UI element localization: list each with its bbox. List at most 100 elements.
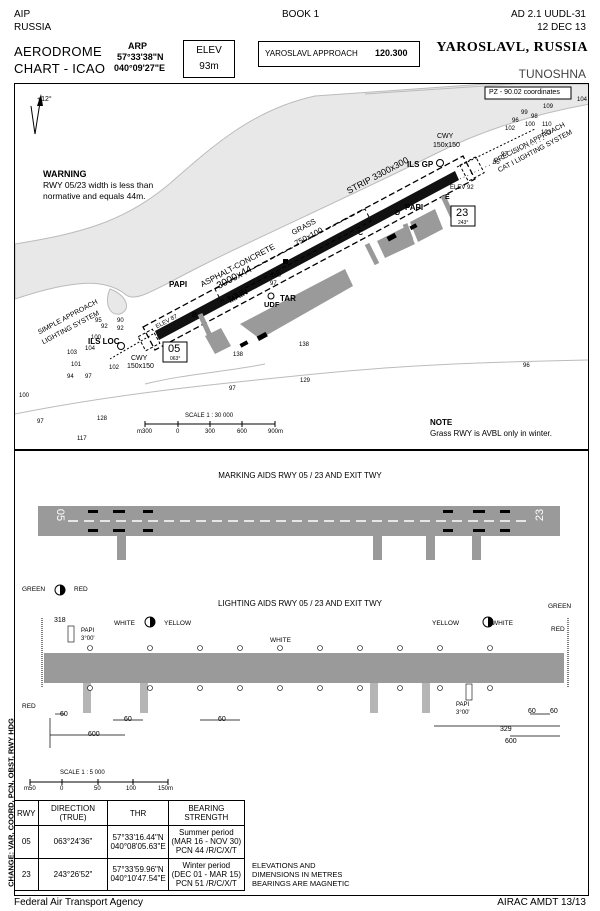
elev-thr-23: ELEV 92 [450, 185, 474, 191]
table-cell: 05 [14, 825, 39, 859]
obstacle-elevation: 103 [67, 350, 78, 356]
light-signal-icon [54, 584, 66, 596]
obstacle-elevation: 97 [229, 386, 236, 392]
cwy-ne-label: CWY [437, 133, 454, 140]
warning-title: WARNING [43, 169, 87, 179]
elev-label: ELEV [196, 45, 222, 56]
obstacle-elevation: 97 [270, 281, 277, 287]
exit-taxiway [472, 536, 481, 560]
aerodrome-map [15, 84, 588, 427]
magnetic-variation: +12° [37, 96, 52, 103]
exit-taxiway [83, 683, 91, 713]
building [409, 223, 418, 231]
table-cell: PCN 51 /R/C/X/T [175, 878, 237, 888]
cwy-sw-dims: 150x150 [127, 363, 154, 370]
lighting-diagram [41, 584, 569, 748]
obstacle-elevation: 129 [300, 378, 311, 384]
light-signal-icon [482, 616, 494, 628]
building [239, 340, 249, 348]
papi-lights-icon [67, 625, 75, 643]
building [386, 232, 397, 242]
map-scale-tick: m300 [137, 429, 153, 435]
lighting-scale-tick: 50 [94, 786, 101, 792]
table-header: RWY [14, 800, 39, 826]
clearway-sw [137, 328, 161, 352]
white-label-right: WHITE [492, 620, 513, 627]
arp-label: ARP [128, 41, 148, 51]
dim-60-d: 60 [528, 708, 536, 715]
map-scale-label: SCALE 1 : 30 000 [185, 413, 234, 419]
table-cell: PCN 44 /R/C/X/T [175, 846, 237, 856]
papi-lights-icon [465, 683, 473, 701]
elev-box: ELEV 93m [183, 40, 235, 78]
obstacle-elevation: 97 [85, 374, 92, 380]
aerodrome-chart-panel: PZ - 90.02 coordinates +12° WARNING RWY … [14, 83, 589, 450]
taxiway-e-label: E [445, 194, 450, 201]
table-cell: Summer period [178, 828, 234, 838]
exit-taxiway [426, 536, 435, 560]
main-apron [240, 269, 353, 339]
obstacle-elevation: 96 [523, 363, 530, 369]
udf-icon [267, 292, 275, 300]
cwy-sw-label: CWY [131, 355, 148, 362]
river-area [15, 84, 588, 300]
rwy05-designator [162, 341, 188, 363]
table-header: BEARING STRENGTH [167, 800, 246, 826]
arp-lat: 57°33'38"N [117, 52, 164, 62]
table-cell: 243°26'52" [37, 857, 109, 891]
lighting-scale-label: SCALE 1 : 5 000 [60, 770, 105, 776]
taxiway-b-label: B [192, 312, 198, 319]
road-north [364, 84, 523, 95]
approach-box: YAROSLAVL APPROACH 120.300 [258, 41, 420, 67]
red-label-right: RED [551, 626, 565, 633]
red-label-bottom: RED [22, 703, 36, 710]
white-center-label: WHITE [270, 637, 291, 644]
obstacle-elevation: 104 [85, 346, 96, 352]
obstacle-elevation: 96 [512, 118, 519, 124]
lighting-aids-title: LIGHTING AIDS RWY 05 / 23 AND EXIT TWY [218, 599, 382, 608]
pz-note: PZ - 90.02 coordinates [489, 89, 560, 96]
arp-lon: 040°09'27"E [114, 63, 166, 73]
obstacle-elevation: 98 [531, 114, 538, 120]
lighting-runway [44, 653, 564, 683]
obstacle-elevation: 85 [493, 160, 500, 166]
table-cell: 57°33'59.96"N [112, 865, 164, 875]
dim-60-a: 60 [60, 711, 68, 718]
papi-label-ne: PAPI [405, 203, 424, 212]
note-text: Grass RWY is AVBL only in winter. [430, 429, 552, 438]
taxiway-c-label: C [358, 230, 364, 237]
map-scale-tick: 600 [237, 429, 248, 435]
obstacle-elevation: 97 [501, 152, 508, 158]
apron-d [410, 209, 443, 242]
cwy-ne-dims: 150x150 [433, 142, 460, 149]
footer-agency: Federal Air Transport Agency [14, 897, 143, 908]
obstacle-elevation: 97 [37, 419, 44, 425]
map-scale-tick: 0 [176, 429, 180, 435]
white-label-left: WHITE [114, 620, 135, 627]
road-west [144, 363, 266, 385]
lighting-scale-tick: 0 [60, 786, 64, 792]
obstacle-elevation: 100 [19, 393, 30, 399]
dim-329: 329 [500, 726, 512, 733]
doc-date: 12 DEC 13 [537, 22, 586, 33]
lighting-scale-bar [29, 779, 169, 785]
yellow-label-right: YELLOW [432, 620, 460, 627]
papi-angle-right: 3°00' [456, 710, 470, 716]
aip-label: AIP [14, 9, 31, 20]
lighting-scale-tick: 150m [158, 786, 174, 792]
papi-label-sw: PAPI [169, 280, 188, 289]
runway-data-table: RWY DIRECTION (TRUE) THR BEARING STRENGT… [14, 800, 246, 891]
rwy05-label: 05 [168, 343, 181, 355]
marking-aids-title: MARKING AIDS RWY 05 / 23 AND EXIT TWY [218, 471, 382, 480]
location-title: YAROSLAVL, RUSSIA [436, 40, 588, 55]
book-label: BOOK 1 [282, 9, 320, 20]
dim-60-e: 60 [550, 708, 558, 715]
approach-frequency: 120.300 [375, 48, 408, 58]
table-cell: 040°08'05.63"E [110, 841, 166, 851]
units-note-line3: BEARINGS ARE MAGNETIC [252, 879, 350, 888]
obstacle-elevation: 99 [521, 110, 528, 116]
building [283, 259, 288, 264]
note-title: NOTE [430, 418, 453, 427]
runway-strip [142, 155, 476, 351]
